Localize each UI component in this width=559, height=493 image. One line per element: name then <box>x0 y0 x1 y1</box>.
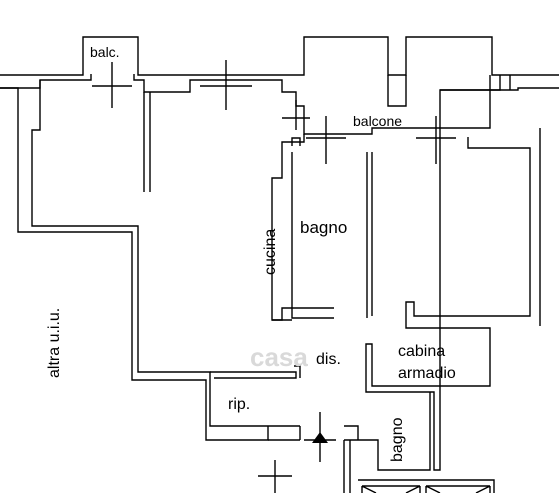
label-balcone: balcone <box>353 113 402 129</box>
room-right-wall <box>365 75 531 471</box>
label-dis: dis. <box>316 351 341 368</box>
interior-wall-left <box>143 92 151 192</box>
label-cucina: cucina <box>262 229 279 275</box>
exterior-top-outer <box>0 36 559 76</box>
label-bagno-main: bagno <box>300 218 347 237</box>
entrance-arrow-icon <box>304 412 336 462</box>
stairs-box <box>358 479 495 493</box>
left-wall <box>0 80 300 441</box>
label-cabina: cabina <box>398 343 445 360</box>
right-outer-wall <box>440 75 559 326</box>
door-mark <box>258 460 292 493</box>
watermark-text: casa <box>250 342 308 372</box>
window-mark <box>306 116 456 164</box>
balcony-notch <box>387 75 407 107</box>
label-armadio: armadio <box>398 365 456 382</box>
bottom-wall <box>343 440 351 493</box>
label-altra-uiu: altra u.i.u. <box>46 308 63 378</box>
kitchen-bath-wall <box>291 137 301 146</box>
window-mark <box>92 60 310 130</box>
entrance-wall <box>267 392 431 471</box>
kitchen-wall <box>271 134 334 321</box>
label-rip: rip. <box>228 396 250 413</box>
bath-right-wall <box>366 152 373 318</box>
label-balc: balc. <box>90 44 120 60</box>
exterior-top-inner <box>0 74 491 135</box>
label-bagno-small: bagno <box>389 417 406 462</box>
entry-wall <box>210 365 301 379</box>
door-jamb <box>272 308 334 321</box>
